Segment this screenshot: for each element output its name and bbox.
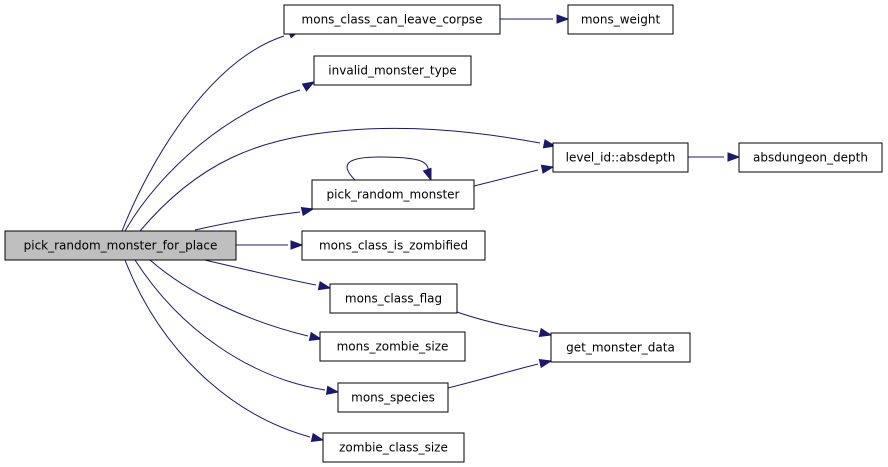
edge-line <box>124 259 311 438</box>
node-get-monster-data[interactable]: get_monster_data <box>550 332 691 363</box>
node-label: mons_zombie_size <box>337 340 449 354</box>
edge-root-to-zcsize <box>124 259 325 443</box>
edge-arrowhead <box>308 331 323 342</box>
node-invalid-monster-type[interactable]: invalid_monster_type <box>313 55 472 86</box>
node-box <box>322 432 465 463</box>
node-label: get_monster_data <box>566 341 675 355</box>
node-box <box>738 142 883 173</box>
edge-arrowhead <box>538 327 553 338</box>
edge-line <box>199 258 317 286</box>
edge-root-to-absdepth <box>139 127 557 232</box>
edge-corpse-to-weight <box>500 14 570 24</box>
edge-root-to-species <box>134 259 340 395</box>
node-label: pick_random_monster <box>327 188 460 202</box>
edge-arrowhead <box>290 240 304 250</box>
node-zombie-class-size[interactable]: zombie_class_size <box>322 432 465 463</box>
edge-line <box>139 127 541 232</box>
edge-line <box>456 311 539 333</box>
node-box <box>552 142 689 173</box>
node-box <box>319 331 466 362</box>
node-label: pick_random_monster_for_place <box>24 239 218 253</box>
node-box <box>313 55 472 86</box>
edge-arrowhead <box>301 81 316 92</box>
call-graph-edges <box>121 14 741 443</box>
node-pick-random-monster[interactable]: pick_random_monster <box>311 179 475 210</box>
node-box <box>329 283 458 314</box>
node-label: mons_class_is_zombified <box>319 239 468 253</box>
edge-flag-to-getdata <box>456 311 553 338</box>
edge-line <box>121 35 285 232</box>
edge-line <box>149 259 309 337</box>
node-label: mons_class_can_leave_corpse <box>302 13 483 27</box>
node-box <box>337 382 449 413</box>
edge-line <box>473 169 539 187</box>
edge-line <box>134 259 326 391</box>
node-mons-class-is-zombified[interactable]: mons_class_is_zombified <box>301 230 486 261</box>
edge-arrowhead <box>317 280 332 291</box>
edge-arrowhead <box>310 432 325 443</box>
edge-root-to-invalid <box>124 81 316 232</box>
edge-root-to-flag <box>199 258 332 291</box>
edge-species-to-getdata <box>447 358 553 389</box>
edge-arrowhead <box>556 14 570 24</box>
node-mons-weight[interactable]: mons_weight <box>567 4 674 35</box>
edge-root-to-zombified <box>236 240 304 250</box>
edge-arrowhead <box>422 167 432 182</box>
node-mons-class-can-leave-corpse[interactable]: mons_class_can_leave_corpse <box>283 4 501 35</box>
node-label: absdungeon_depth <box>753 151 868 165</box>
node-label: mons_class_flag <box>345 292 442 306</box>
node-box <box>301 230 486 261</box>
edge-root-to-pickrand <box>194 206 315 231</box>
edge-root-to-corpse <box>121 29 302 232</box>
node-level-id-absdepth[interactable]: level_id::absdepth <box>552 142 689 173</box>
edge-line <box>194 211 301 231</box>
edge-arrowhead <box>300 206 315 217</box>
edge-pickrand-to-absdepth <box>473 164 555 187</box>
node-box <box>311 179 475 210</box>
call-graph-nodes: pick_random_monster_for_place mons_class… <box>4 4 883 463</box>
node-absdungeon-depth[interactable]: absdungeon_depth <box>738 142 883 173</box>
edge-line <box>346 156 429 181</box>
node-mons-class-flag[interactable]: mons_class_flag <box>329 283 458 314</box>
node-label: mons_species <box>351 391 435 405</box>
node-box <box>4 230 237 261</box>
edge-arrowhead <box>325 385 340 395</box>
edge-line <box>124 89 301 232</box>
edge-root-to-zsize <box>149 259 323 342</box>
node-label: invalid_monster_type <box>328 64 456 78</box>
node-label: level_id::absdepth <box>566 151 676 165</box>
node-mons-zombie-size[interactable]: mons_zombie_size <box>319 331 466 362</box>
node-label: mons_weight <box>581 13 661 27</box>
edge-arrowhead <box>727 152 741 162</box>
node-label: zombie_class_size <box>339 441 448 455</box>
node-box <box>550 332 691 363</box>
edge-absdepth-to-dungeon <box>688 152 741 162</box>
node-box <box>567 4 674 35</box>
edge-line <box>447 363 539 389</box>
edge-arrowhead <box>538 358 553 369</box>
edge-pickrand-to-pickrand <box>346 156 432 182</box>
edge-arrowhead <box>542 139 557 149</box>
node-pick-random-monster-for-place[interactable]: pick_random_monster_for_place <box>4 230 237 261</box>
edge-arrowhead <box>540 164 555 174</box>
node-mons-species[interactable]: mons_species <box>337 382 449 413</box>
node-box <box>283 4 501 35</box>
